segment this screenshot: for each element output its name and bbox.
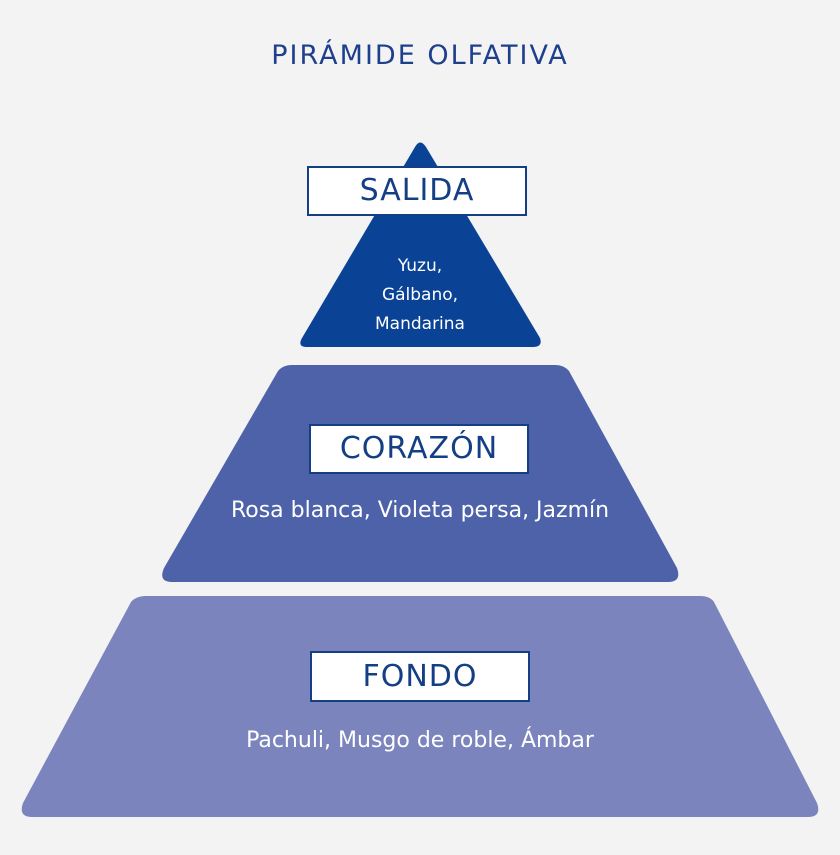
tier-label-corazon: CORAZÓN <box>309 424 529 474</box>
tier-top-shape <box>300 142 541 347</box>
tier-notes-salida: Yuzu, Gálbano, Mandarina <box>375 256 465 334</box>
tier-label-salida: SALIDA <box>307 166 527 216</box>
tier-bottom-shape <box>21 596 819 817</box>
tier-label-fondo: FONDO <box>310 651 530 702</box>
tier-notes-fondo: Pachuli, Musgo de roble, Ámbar <box>246 728 594 753</box>
tier-notes-corazon: Rosa blanca, Violeta persa, Jazmín <box>230 498 610 523</box>
page-title: PIRÁMIDE OLFATIVA <box>271 40 569 71</box>
